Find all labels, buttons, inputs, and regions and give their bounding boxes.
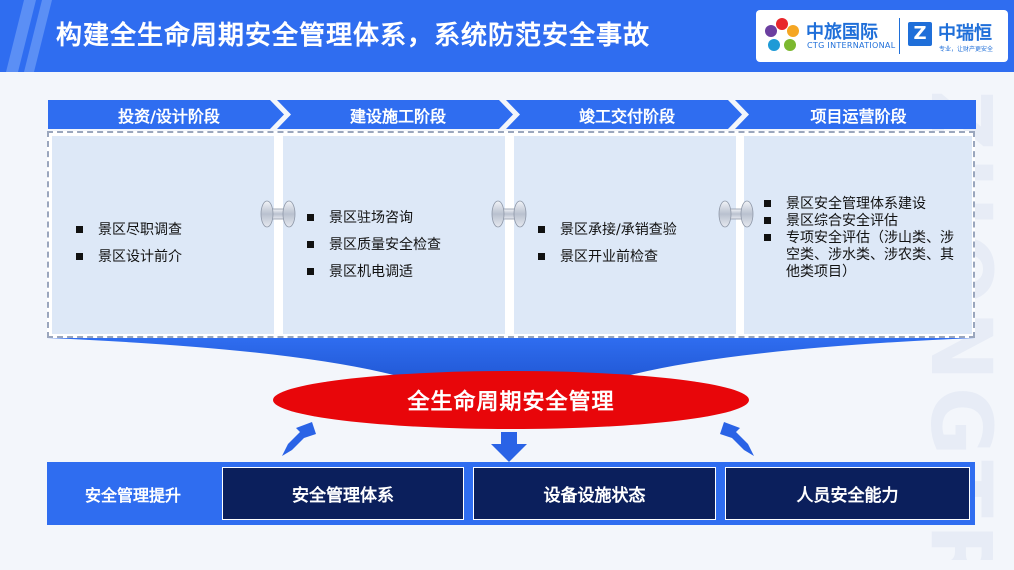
ellipse-label: 全生命周期安全管理 bbox=[407, 390, 615, 415]
stage-panel-completion-delivery: 景区承接/承销查验 景区开业前检查 bbox=[514, 136, 736, 334]
pipe-connector-icon bbox=[718, 200, 754, 228]
personnel-safety-capability-box: 人员安全能力 bbox=[725, 467, 970, 520]
box-label: 安全管理体系 bbox=[292, 486, 394, 506]
pipe-connector-icon bbox=[260, 200, 296, 228]
logo-area: 中旅国际 CTG INTERNATIONAL Z 中瑞恒 专业，让财产更安全 bbox=[756, 10, 1008, 62]
stage-operation: 项目运营阶段 bbox=[735, 100, 976, 129]
stage-label: 项目运营阶段 bbox=[810, 106, 907, 126]
list-item: 景区尽职调查 bbox=[76, 222, 266, 239]
stage-panel-investment-design: 景区尽职调查 景区设计前介 bbox=[52, 136, 274, 334]
arrow-down-left-icon bbox=[282, 422, 316, 456]
page-title: 构建全生命周期安全管理体系，系统防范安全事故 bbox=[56, 21, 651, 51]
stage-panel-construction: 景区驻场咨询 景区质量安全检查 景区机电调适 bbox=[283, 136, 505, 334]
stage-completion-delivery: 竣工交付阶段 bbox=[506, 100, 742, 129]
stage-panel-operation: 景区安全管理体系建设 景区综合安全评估 专项安全评估（涉山类、涉空类、涉水类、涉… bbox=[744, 136, 972, 334]
box-label: 设备设施状态 bbox=[543, 486, 646, 506]
equipment-facility-status-box: 设备设施状态 bbox=[473, 467, 716, 520]
list-item: 专项安全评估（涉山类、涉空类、涉水类、涉农类、其他类项目） bbox=[764, 230, 964, 281]
list-item: 景区开业前检查 bbox=[538, 249, 728, 266]
arrow-down-right-icon bbox=[720, 422, 754, 456]
stage-label: 竣工交付阶段 bbox=[578, 106, 675, 126]
list-item: 景区设计前介 bbox=[76, 249, 266, 266]
slash-decoration-icon bbox=[6, 0, 52, 72]
stage-construction: 建设施工阶段 bbox=[277, 100, 513, 129]
funnel-shape bbox=[47, 338, 975, 398]
zr-logo-slogan: 专业，让财产更安全 bbox=[939, 46, 994, 53]
safety-management-system-box: 安全管理体系 bbox=[222, 467, 464, 520]
stage-label: 投资/设计阶段 bbox=[118, 106, 220, 126]
zr-logo-text: 中瑞恒 bbox=[938, 23, 992, 44]
stage-label: 建设施工阶段 bbox=[349, 106, 446, 126]
lifecycle-safety-management-ellipse: 全生命周期安全管理 bbox=[273, 371, 749, 429]
list-item: 景区质量安全检查 bbox=[307, 237, 497, 254]
list-item: 景区综合安全评估 bbox=[764, 213, 964, 230]
zr-logo-icon: Z bbox=[908, 22, 932, 46]
logo-divider bbox=[899, 18, 900, 54]
box-label: 人员安全能力 bbox=[796, 486, 899, 506]
pipe-connector-icon bbox=[491, 200, 527, 228]
ctg-logo-icon bbox=[765, 18, 799, 51]
ctg-logo-english: CTG INTERNATIONAL bbox=[807, 41, 896, 50]
arrow-down-icon bbox=[491, 432, 527, 462]
list-item: 景区机电调适 bbox=[307, 264, 497, 281]
ctg-logo-text: 中旅国际 bbox=[806, 22, 878, 43]
list-item: 景区驻场咨询 bbox=[307, 210, 497, 227]
stage-investment-design: 投资/设计阶段 bbox=[48, 100, 284, 129]
safety-improvement-label: 安全管理提升 bbox=[84, 485, 181, 505]
list-item: 景区承接/承销查验 bbox=[538, 222, 728, 239]
list-item: 景区安全管理体系建设 bbox=[764, 196, 964, 213]
